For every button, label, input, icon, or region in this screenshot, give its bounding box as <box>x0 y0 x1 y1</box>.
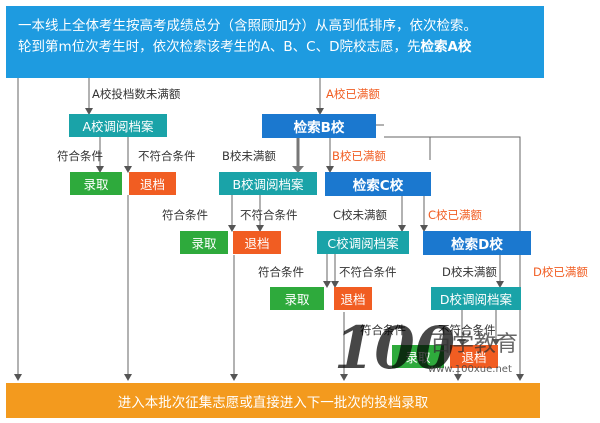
search-d-box: 检索D校 <box>423 231 531 255</box>
d-reject-box: 退档 <box>450 345 498 368</box>
b-admit-box: 录取 <box>180 231 228 254</box>
label-d-not-full: D校未满额 <box>442 265 497 279</box>
label-b-not-meets: 不符合条件 <box>240 208 298 222</box>
watermark: 100 百学教育 www.100xue.net <box>332 312 532 382</box>
svg-text:100: 100 <box>334 314 455 382</box>
label-a-full: A校已满额 <box>326 87 380 101</box>
label-d-meets: 符合条件 <box>360 323 406 337</box>
c-admit-box: 录取 <box>270 287 324 310</box>
label-a-not-full: A校投档数未满额 <box>92 87 181 101</box>
label-d-not-meets: 不符合条件 <box>438 323 496 337</box>
d-admit-box: 录取 <box>392 345 444 368</box>
next-batch-box: 进入本批次征集志愿或直接进入下一批次的投档录取 <box>6 383 540 418</box>
intro-box: 一本线上全体考生按高考成绩总分（含照顾加分）从高到低排序，依次检索。 轮到第m位… <box>6 6 544 78</box>
label-c-not-meets: 不符合条件 <box>339 265 397 279</box>
c-review-box: C校调阅档案 <box>317 231 409 254</box>
a-review-box: A校调阅档案 <box>69 114 167 137</box>
intro-line-1: 一本线上全体考生按高考成绩总分（含照顾加分）从高到低排序，依次检索。 <box>18 18 477 34</box>
intro-line-2: 轮到第m位次考生时，依次检索该考生的A、B、C、D院校志愿，先检索A校 <box>18 39 472 55</box>
watermark-brand: 百学教育 <box>430 332 519 357</box>
b-reject-box: 退档 <box>233 231 281 254</box>
a-reject-box: 退档 <box>129 172 176 195</box>
label-d-full: D校已满额 <box>533 265 588 279</box>
watermark-url: www.100xue.net <box>428 364 512 375</box>
label-b-meets: 符合条件 <box>162 208 208 222</box>
search-c-box: 检索C校 <box>325 172 431 196</box>
a-admit-box: 录取 <box>70 172 122 195</box>
label-a-meets: 符合条件 <box>57 149 103 163</box>
label-c-not-full: C校未满额 <box>333 208 388 222</box>
d-review-box: D校调阅档案 <box>431 287 521 310</box>
intro-line-2-bold: 检索A校 <box>420 39 472 55</box>
label-b-not-full: B校未满额 <box>222 149 276 163</box>
watermark-logo-icon: 100 <box>334 314 455 382</box>
c-reject-box: 退档 <box>334 287 372 310</box>
label-a-not-meets: 不符合条件 <box>138 149 196 163</box>
b-review-box: B校调阅档案 <box>219 172 317 195</box>
label-b-full: B校已满额 <box>332 149 386 163</box>
label-c-meets: 符合条件 <box>258 265 304 279</box>
search-b-box: 检索B校 <box>262 114 376 138</box>
label-c-full: C校已满额 <box>428 208 483 222</box>
